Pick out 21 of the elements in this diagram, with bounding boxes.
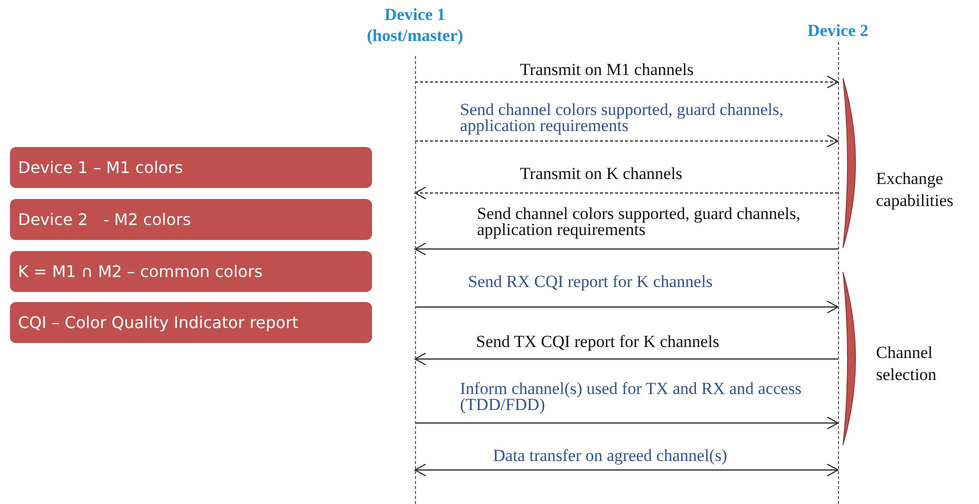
edge-label: Send TX CQI report for K channels — [476, 334, 720, 350]
legend-box: K = M1 ∩ M2 – common colors — [10, 251, 372, 292]
message-arrow — [415, 416, 839, 430]
message-arrow — [415, 134, 839, 148]
legend-box: Device 2 - M2 colors — [10, 199, 372, 240]
participant-heading: Device 1 (host/master) — [366, 4, 464, 46]
legend-box: CQI – Color Quality Indicator report — [10, 302, 372, 343]
edge-label: Send RX CQI report for K channels — [468, 274, 713, 290]
message-arrow — [414, 186, 838, 200]
message-arrow — [414, 463, 839, 477]
edge-label: Data transfer on agreed channel(s) — [493, 448, 728, 464]
edge-label: Transmit on K channels — [520, 166, 682, 182]
message-arrow — [414, 242, 838, 256]
message-arrow — [415, 75, 839, 89]
phase-label: Channel selection — [876, 342, 938, 386]
legend-box: Device 1 – M1 colors — [10, 147, 372, 188]
edge-label: Transmit on M1 channels — [520, 62, 694, 78]
message-arrow — [414, 352, 838, 366]
participant-heading: Device 2 — [806, 20, 870, 41]
message-arrow — [415, 300, 839, 314]
phase-label: Exchange capabilities — [876, 168, 954, 212]
